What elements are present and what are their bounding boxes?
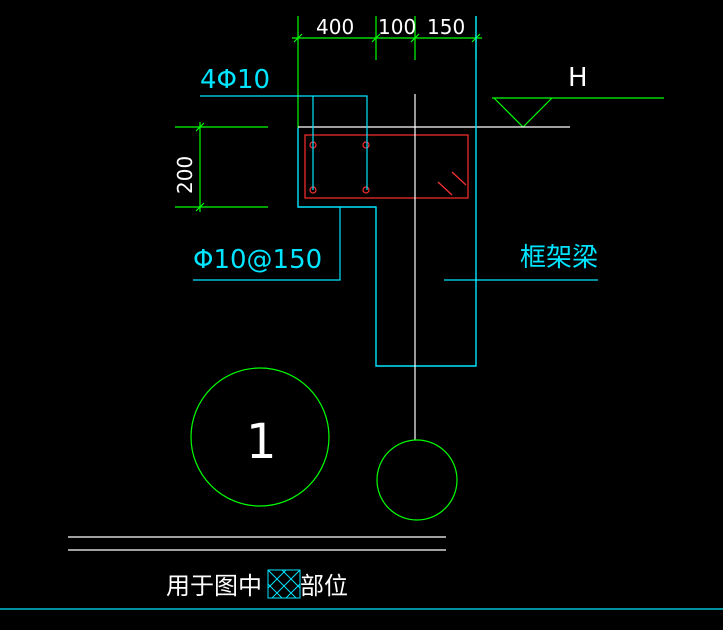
frame-beam-label: 框架梁 [520,243,598,273]
top-dimension-chain [292,16,482,128]
title-underline [68,536,446,551]
top-rebar-label: 4Φ10 [200,65,270,95]
stirrup-label: Φ10@150 [193,245,322,275]
used-in-text: 用于图中 [166,572,262,600]
hatch-box-icon [267,569,301,599]
axis-bubble-circle [376,439,458,521]
detail-number-label: 1 [246,414,277,470]
dimension-100-label: 100 [378,15,416,39]
rebar-section [304,134,469,199]
level-mark-label: H [568,63,588,93]
location-text: 部位 [300,572,348,600]
left-dimension-200 [175,122,268,212]
level-mark [492,97,664,128]
dimension-150-label: 150 [427,15,465,39]
dimension-200-label: 200 [173,156,197,194]
detail-number-circle [190,367,330,507]
dimension-400-label: 400 [316,15,354,39]
leader-lines [193,95,598,281]
beam-outline [297,16,477,367]
